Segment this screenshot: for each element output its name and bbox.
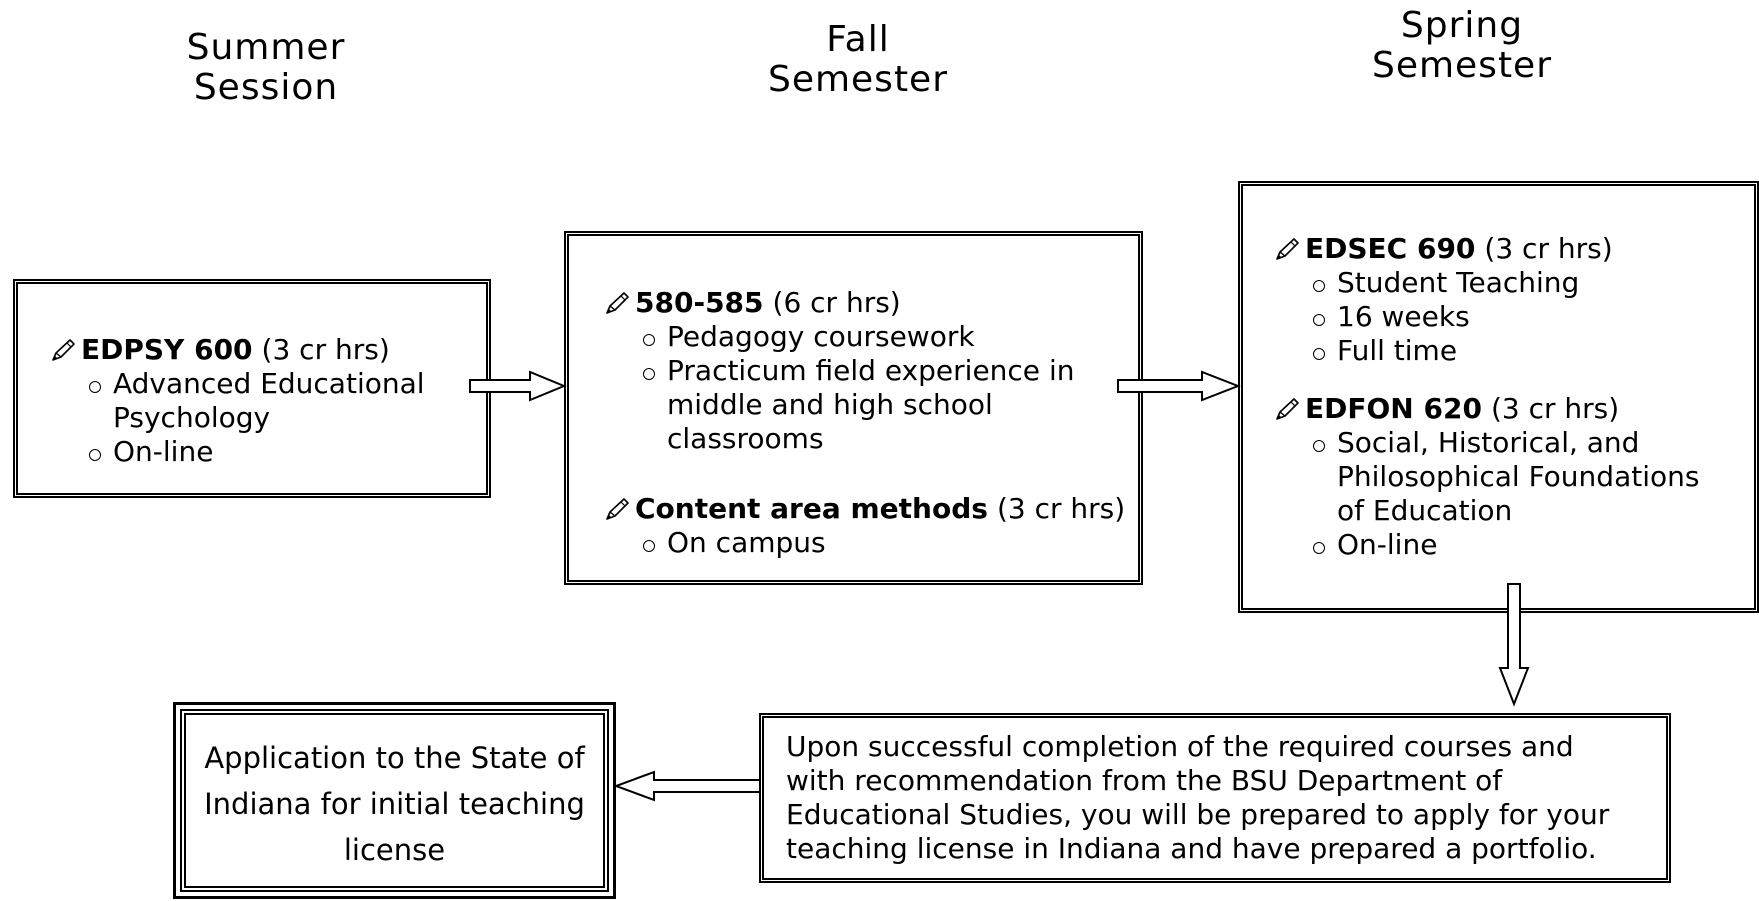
arrow-completion-to-license [613, 770, 761, 802]
pencil-icon [606, 292, 629, 314]
bullet-item: Advanced Educational Psychology [87, 367, 471, 435]
spring-semester-box: EDSEC 690 (3 cr hrs) Student Teaching 16… [1238, 181, 1759, 613]
bullet-item: Student Teaching [1311, 266, 1745, 300]
course-hours: (3 cr hrs) [1484, 232, 1613, 265]
bullet-item: Pedagogy coursework [641, 320, 1081, 354]
course-bullets: On campus [641, 526, 1125, 560]
heading-summer-session: Summer Session [171, 28, 361, 108]
heading-summer-line1: Summer [186, 27, 346, 68]
heading-spring-line2: Semester [1371, 45, 1553, 86]
course-code: Content area methods [635, 492, 988, 525]
bullet-item: On-line [87, 435, 471, 469]
spring-course-list: EDSEC 690 (3 cr hrs) Student Teaching 16… [1275, 232, 1745, 562]
heading-summer-line2: Session [193, 67, 339, 108]
course-hours: (3 cr hrs) [1490, 392, 1620, 425]
course-bullets: Social, Historical, and Philosophical Fo… [1311, 426, 1711, 562]
course-hours: (3 cr hrs) [996, 492, 1126, 525]
arrow-spring-to-completion [1498, 583, 1530, 707]
completion-text: Upon successful completion of the requir… [786, 730, 1610, 865]
course-code: EDSEC 690 [1305, 232, 1476, 265]
course-code: EDFON 620 [1305, 392, 1482, 425]
course-bullets: Pedagogy coursework Practicum field expe… [641, 320, 1081, 456]
course-bullets: Student Teaching 16 weeks Full time [1311, 266, 1745, 368]
pencil-icon [1276, 398, 1299, 420]
course-580-585: 580-585 (6 cr hrs) Pedagogy coursework P… [605, 286, 1125, 456]
summer-course-list: EDPSY 600 (3 cr hrs) Advanced Educationa… [51, 333, 471, 469]
course-edpsy-600: EDPSY 600 (3 cr hrs) Advanced Educationa… [51, 333, 471, 469]
bullet-item: Practicum field experience in middle and… [641, 354, 1081, 456]
heading-fall-line2: Semester [767, 59, 949, 100]
course-code: EDPSY 600 [81, 333, 253, 366]
arrow-fall-to-spring [1117, 370, 1241, 402]
summer-session-box: EDPSY 600 (3 cr hrs) Advanced Educationa… [13, 279, 491, 498]
course-content-area-methods: Content area methods (3 cr hrs) On campu… [605, 492, 1125, 560]
completion-box: Upon successful completion of the requir… [759, 713, 1671, 883]
bullet-item: Social, Historical, and Philosophical Fo… [1311, 426, 1711, 528]
course-bullets: Advanced Educational Psychology On-line [87, 367, 471, 469]
pencil-icon [1276, 238, 1299, 260]
bullet-item: 16 weeks [1311, 300, 1745, 334]
heading-fall-line1: Fall [826, 19, 890, 60]
bullet-item: On-line [1311, 528, 1711, 562]
course-edfon-620: EDFON 620 (3 cr hrs) Social, Historical,… [1275, 392, 1745, 562]
fall-semester-box: 580-585 (6 cr hrs) Pedagogy coursework P… [564, 231, 1143, 585]
heading-fall-semester: Fall Semester [748, 20, 968, 100]
fall-course-list: 580-585 (6 cr hrs) Pedagogy coursework P… [605, 286, 1125, 560]
pencil-icon [52, 339, 75, 361]
heading-spring-semester: Spring Semester [1352, 6, 1572, 86]
license-text: Application to the State of Indiana for … [204, 741, 585, 867]
arrow-summer-to-fall [469, 370, 567, 402]
bullet-item: Full time [1311, 334, 1745, 368]
bullet-item: On campus [641, 526, 1125, 560]
pencil-icon [606, 498, 629, 520]
course-hours: (6 cr hrs) [772, 286, 901, 319]
course-code: 580-585 [635, 286, 764, 319]
heading-spring-line1: Spring [1400, 5, 1524, 46]
course-hours: (3 cr hrs) [261, 333, 390, 366]
course-edsec-690: EDSEC 690 (3 cr hrs) Student Teaching 16… [1275, 232, 1745, 368]
license-box: Application to the State of Indiana for … [173, 702, 616, 899]
